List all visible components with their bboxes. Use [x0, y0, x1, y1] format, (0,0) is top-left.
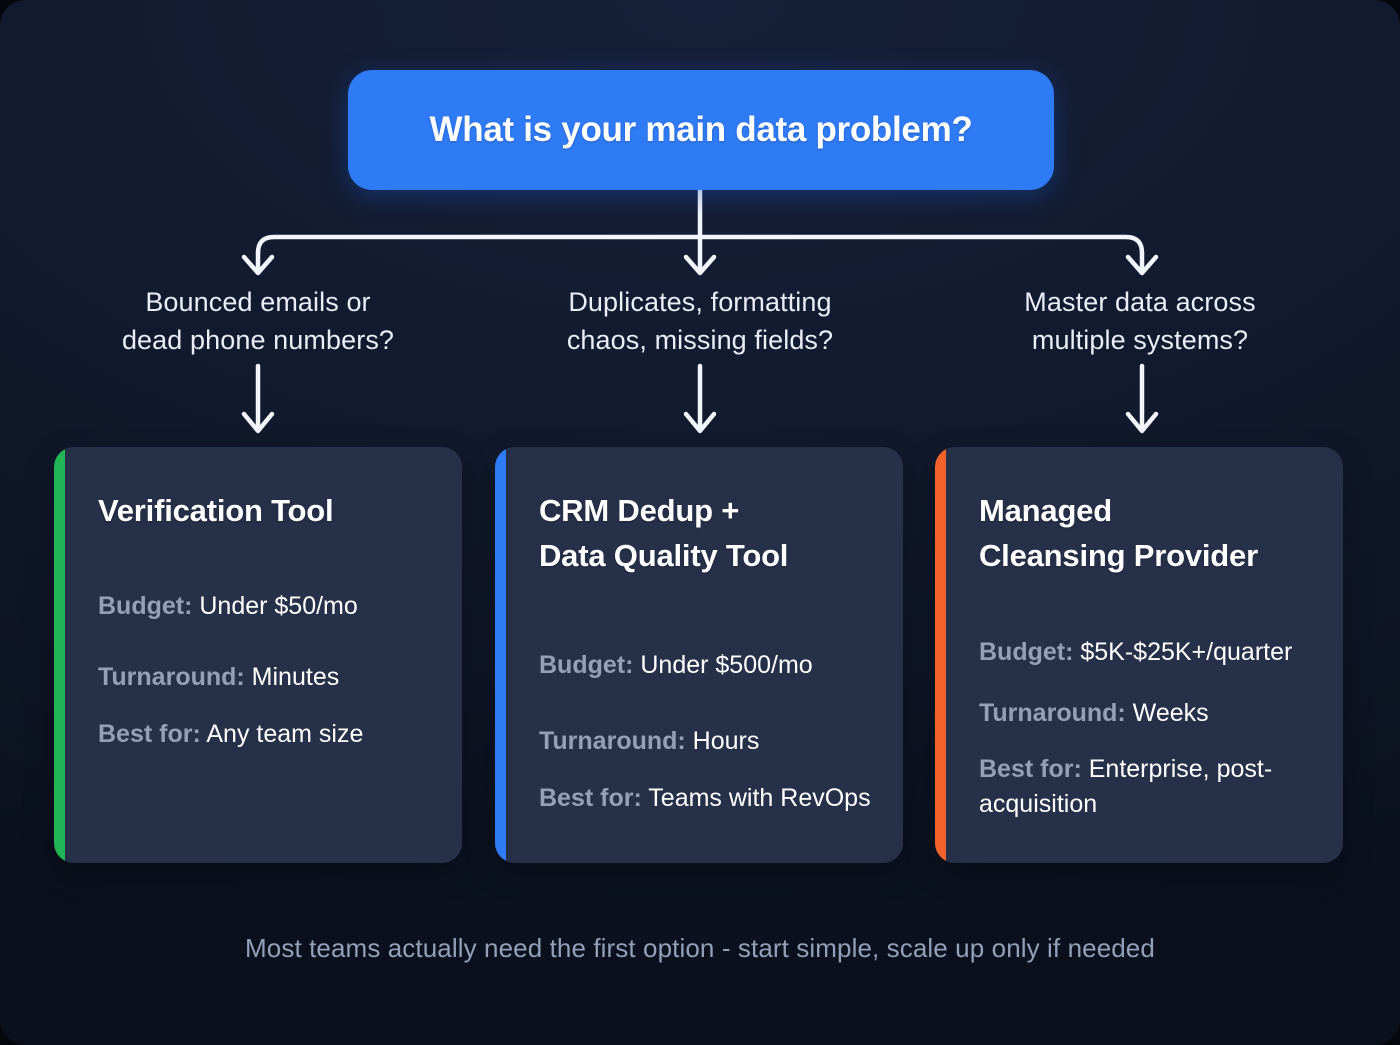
branch-label-1-line1: Bounced emails or — [145, 287, 371, 317]
spec-best-for-value: Any team size — [200, 719, 364, 748]
arrowhead-card-right — [1125, 411, 1159, 434]
card-accent-bar-green — [54, 447, 65, 863]
branch-label-2-line1: Duplicates, formatting — [568, 287, 832, 317]
card-spec-list: Budget: Under $500/mo Turnaround: Hours … — [539, 648, 877, 838]
root-question-text: What is your main data problem? — [429, 110, 973, 149]
card-title: Managed Cleansing Provider — [979, 488, 1317, 579]
branch-label-3-line2: multiple systems? — [1031, 324, 1249, 355]
card-accent-bar-blue — [495, 447, 506, 863]
spec-best-for-label: Best for: — [98, 719, 201, 748]
spec-budget-value: $5K-$25K+/quarter — [1073, 638, 1293, 666]
card-title-line1: Managed — [979, 493, 1112, 528]
spec-best-for-label: Best for: — [539, 783, 642, 812]
card-body: Managed Cleansing Provider Budget: $5K-$… — [946, 447, 1343, 863]
spec-budget-label: Budget: — [539, 650, 634, 679]
spec-best-for-value: Enterprise, post-acquisition — [979, 755, 1273, 818]
spec-turnaround-label: Turnaround: — [98, 663, 245, 691]
spec-turnaround-value: Minutes — [244, 663, 340, 691]
card-title-line1: CRM Dedup + — [539, 493, 740, 528]
arrowhead-card-center — [683, 411, 717, 434]
spec-turnaround-value: Weeks — [1125, 698, 1209, 727]
option-card-managed-cleansing[interactable]: Managed Cleansing Provider Budget: $5K-$… — [935, 447, 1343, 863]
spec-turnaround-value: Hours — [685, 727, 760, 755]
option-card-verification-tool[interactable]: Verification Tool Budget: Under $50/mo T… — [54, 447, 462, 863]
spec-budget: Budget: Under $500/mo — [539, 648, 877, 683]
arrowhead-branch-center — [683, 254, 717, 276]
spec-turnaround: Turnaround: Hours — [539, 724, 877, 759]
spec-turnaround: Turnaround: Weeks — [979, 696, 1317, 731]
card-title-line2: Data Quality Tool — [539, 538, 789, 574]
spec-turnaround-label: Turnaround: — [979, 698, 1126, 727]
branch-label-1-line2: dead phone numbers? — [121, 324, 395, 355]
card-accent-bar-orange — [935, 447, 946, 863]
spec-best-for-label: Best for: — [979, 755, 1082, 783]
spec-best-for: Best for: Enterprise, post-acquisition — [979, 752, 1317, 821]
card-spec-list: Budget: $5K-$25K+/quarter Turnaround: We… — [979, 635, 1317, 837]
branch-label-3: Master data across multiple systems? — [975, 284, 1305, 360]
spec-budget: Budget: $5K-$25K+/quarter — [979, 635, 1317, 670]
spec-best-for: Best for: Teams with RevOps — [539, 781, 877, 816]
option-card-crm-dedup[interactable]: CRM Dedup + Data Quality Tool Budget: Un… — [495, 447, 903, 863]
card-title: CRM Dedup + Data Quality Tool — [539, 488, 877, 579]
spec-turnaround-label: Turnaround: — [539, 727, 686, 755]
branch-label-2: Duplicates, formatting chaos, missing fi… — [535, 284, 865, 360]
spec-best-for: Best for: Any team size — [98, 717, 436, 752]
distribution-bar — [255, 234, 1145, 256]
spec-budget-label: Budget: — [979, 638, 1074, 666]
root-question-node: What is your main data problem? — [348, 70, 1054, 190]
spec-budget-label: Budget: — [98, 591, 193, 620]
arrowhead-branch-right — [1125, 254, 1159, 276]
arrowhead-branch-left — [241, 254, 275, 276]
spec-turnaround: Turnaround: Minutes — [98, 660, 436, 695]
arrowhead-card-left — [241, 411, 275, 434]
branch-label-1: Bounced emails or dead phone numbers? — [93, 284, 423, 360]
card-body: Verification Tool Budget: Under $50/mo T… — [65, 447, 462, 863]
branch-label-3-line1: Master data across — [1024, 287, 1256, 317]
spec-budget-value: Under $50/mo — [192, 591, 358, 620]
card-spec-list: Budget: Under $50/mo Turnaround: Minutes… — [98, 589, 436, 838]
branch-label-2-line2: chaos, missing fields? — [566, 324, 834, 355]
card-title: Verification Tool — [98, 488, 436, 533]
footer-note: Most teams actually need the first optio… — [245, 933, 1155, 963]
card-title-line2: Cleansing Provider — [979, 538, 1258, 574]
spec-budget: Budget: Under $50/mo — [98, 589, 436, 624]
spec-best-for-value: Teams with RevOps — [641, 783, 871, 812]
card-body: CRM Dedup + Data Quality Tool Budget: Un… — [506, 447, 903, 863]
spec-budget-value: Under $500/mo — [633, 650, 813, 679]
card-title-line1: Verification Tool — [98, 493, 334, 528]
